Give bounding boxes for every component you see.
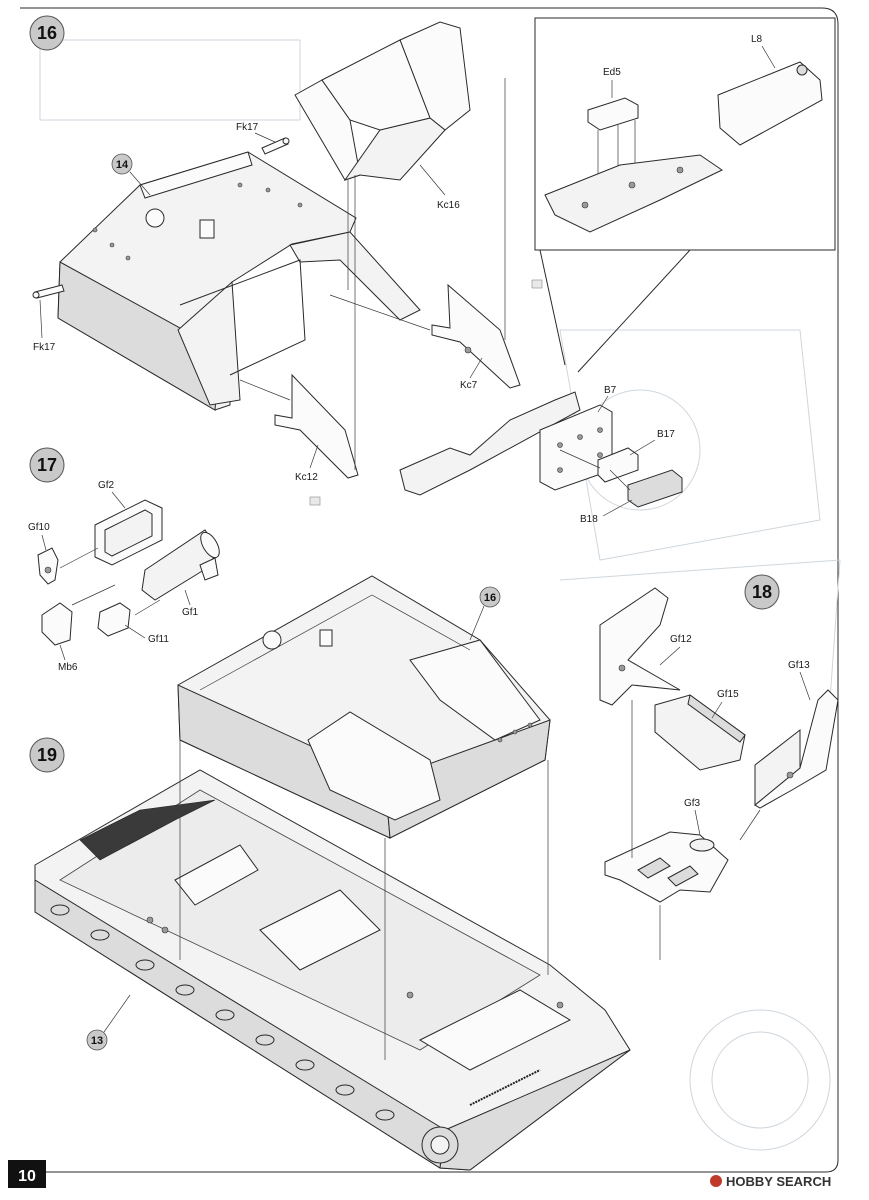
- step-18-number: 18: [752, 582, 772, 602]
- step-18: 18 Gf12 Gf13 Gf15 Gf3: [599, 574, 839, 960]
- page-number: 10: [18, 1168, 36, 1185]
- label-b18: B18: [580, 514, 598, 525]
- lower-hull-assembly-13: [34, 769, 631, 1171]
- subassembly-14-number: 14: [116, 159, 129, 171]
- part-gf1: Gf1: [141, 529, 220, 618]
- hobby-search-logo-icon: [710, 1175, 722, 1187]
- label-mb6: Mb6: [58, 662, 78, 673]
- background-ghost-drawing: [39, 39, 841, 1151]
- label-gf1: Gf1: [182, 607, 199, 618]
- label-kc12: Kc12: [295, 472, 318, 483]
- superstructure-assembly-16: [177, 575, 551, 839]
- glue-marker-icon: [531, 279, 543, 289]
- label-gf10: Gf10: [28, 522, 50, 533]
- assembly-guide-lines-19: [179, 740, 549, 1060]
- step-19: 19 16: [29, 575, 631, 1171]
- label-gf15: Gf15: [717, 689, 739, 700]
- subassembly-13-number: 13: [91, 1035, 103, 1047]
- part-gf10: Gf10: [28, 522, 59, 585]
- part-fk17-top: Fk17: [236, 122, 290, 155]
- part-b7-assembly: B7: [399, 385, 617, 496]
- label-gf11: Gf11: [148, 634, 169, 645]
- label-b17: B17: [657, 429, 675, 440]
- step-16-number: 16: [37, 23, 57, 43]
- step-16-badge: [29, 15, 65, 51]
- part-gf13: Gf13: [754, 660, 839, 809]
- label-gf12: Gf12: [670, 634, 692, 645]
- label-gf13: Gf13: [788, 660, 810, 671]
- step-17: 17 Gf2 Gf10 Gf1 Gf11: [28, 447, 220, 673]
- label-fk17-left: Fk17: [33, 342, 56, 353]
- part-gf3: Gf3: [604, 798, 729, 903]
- label-b7: B7: [604, 385, 617, 396]
- assembly-guide-lines-16: [239, 78, 506, 470]
- label-gf2: Gf2: [98, 480, 115, 491]
- step-17-badge: [29, 447, 65, 483]
- subassembly-16-number: 16: [484, 592, 496, 604]
- watermark-text: HOBBY SEARCH: [726, 1174, 831, 1189]
- part-mb6: Mb6: [41, 602, 78, 673]
- page-number-box: [8, 1160, 46, 1188]
- step-19-badge: [29, 737, 65, 773]
- label-kc7: Kc7: [460, 380, 478, 391]
- superstructure-assembly-14: [57, 151, 421, 411]
- subassembly-16-badge: [479, 586, 501, 608]
- label-gf3: Gf3: [684, 798, 701, 809]
- detail-inset-box: L8 Ed5: [534, 17, 836, 373]
- step-19-number: 19: [37, 745, 57, 765]
- part-kc16: Kc16: [294, 21, 471, 211]
- part-kc7: Kc7: [431, 283, 521, 391]
- label-fk17-top: Fk17: [236, 122, 259, 133]
- label-kc16: Kc16: [437, 200, 460, 211]
- glue-marker-icon: [309, 496, 321, 506]
- step-16: 16 14 Fk17: [29, 15, 836, 525]
- part-gf2: Gf2: [94, 480, 163, 566]
- part-b18: B18: [580, 469, 683, 525]
- step-17-number: 17: [37, 455, 57, 475]
- part-gf15: Gf15: [654, 689, 746, 771]
- part-gf11: Gf11: [97, 602, 169, 645]
- label-ed5: Ed5: [603, 67, 621, 78]
- step-18-badge: [744, 574, 780, 610]
- subassembly-13-badge: [86, 1029, 108, 1051]
- label-l8: L8: [751, 34, 763, 45]
- part-kc12: Kc12: [274, 373, 359, 483]
- part-gf12: Gf12: [599, 587, 692, 706]
- hobby-search-watermark: HOBBY SEARCH: [710, 1174, 831, 1189]
- part-fk17-left: Fk17: [32, 284, 65, 353]
- part-b17: B17: [597, 429, 675, 483]
- subassembly-14-badge: [111, 153, 133, 175]
